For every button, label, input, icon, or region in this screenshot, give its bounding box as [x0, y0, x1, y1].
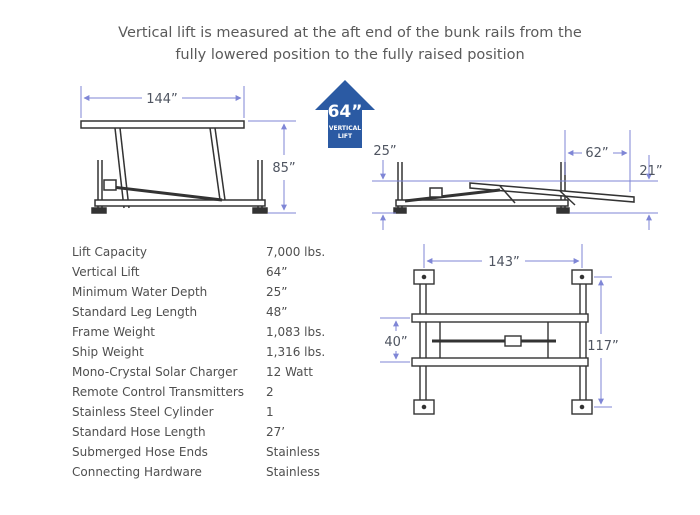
- spec-label: Connecting Hardware: [72, 465, 202, 479]
- spec-label: Submerged Hose Ends: [72, 445, 208, 459]
- lowered-rail-label: 62”: [585, 146, 608, 161]
- spec-row: Vertical Lift 64”: [72, 262, 325, 282]
- spec-row: Standard Hose Length 27’: [72, 422, 325, 442]
- spec-row: Ship Weight 1,316 lbs.: [72, 342, 325, 362]
- spec-row: Lift Capacity 7,000 lbs.: [72, 242, 325, 262]
- spec-value: 64”: [266, 265, 288, 279]
- spec-label: Standard Leg Length: [72, 305, 198, 319]
- vertical-lift-badge: 64” VERTICAL LIFT: [315, 80, 375, 148]
- caption: Vertical lift is measured at the aft end…: [0, 22, 700, 66]
- spec-row: Stainless Steel Cylinder 1: [72, 402, 325, 422]
- spec-value: 12 Watt: [266, 365, 313, 379]
- spec-row: Remote Control Transmitters 2: [72, 382, 325, 402]
- spec-row: Minimum Water Depth 25”: [72, 282, 325, 302]
- caption-line-1: Vertical lift is measured at the aft end…: [118, 25, 582, 41]
- spec-label: Standard Hose Length: [72, 425, 206, 439]
- spec-value: 1,316 lbs.: [266, 345, 326, 359]
- side-height-label: 85”: [272, 161, 295, 176]
- top-dimensions: [380, 244, 612, 408]
- side-dimensions: [80, 86, 296, 214]
- spec-value: 2: [266, 385, 274, 399]
- spec-row: Frame Weight 1,083 lbs.: [72, 322, 325, 342]
- spec-label: Remote Control Transmitters: [72, 385, 245, 399]
- badge-line-1: VERTICAL: [329, 125, 361, 132]
- spec-value: 1: [266, 405, 274, 419]
- spec-row: Connecting Hardware Stainless: [72, 462, 325, 482]
- lowered-depth-label: 25”: [373, 144, 396, 159]
- lowered-rise-label: 21”: [639, 164, 662, 179]
- top-width-label: 143”: [488, 255, 520, 270]
- spec-value: 7,000 lbs.: [266, 245, 326, 259]
- spec-label: Minimum Water Depth: [72, 285, 208, 299]
- top-length-label: 117”: [587, 339, 619, 354]
- side-width-label: 144”: [146, 92, 178, 107]
- lowered-dimensions: [372, 130, 658, 230]
- spec-label: Mono-Crystal Solar Charger: [72, 365, 238, 379]
- top-view: [411, 269, 593, 415]
- spec-label: Lift Capacity: [72, 245, 147, 259]
- spec-value: 48”: [266, 305, 288, 319]
- spec-row: Standard Leg Length 48”: [72, 302, 325, 322]
- spec-label: Ship Weight: [72, 345, 144, 359]
- spec-value: Stainless: [266, 445, 320, 459]
- side-view: [80, 120, 268, 214]
- top-bunk-spacing-label: 40”: [384, 335, 407, 350]
- spec-table: Lift Capacity 7,000 lbs. Vertical Lift 64”…: [72, 242, 325, 482]
- spec-row: Mono-Crystal Solar Charger 12 Watt: [72, 362, 325, 382]
- caption-line-2: fully lowered position to the fully rais…: [175, 47, 525, 63]
- spec-value: 27’: [266, 425, 286, 439]
- spec-label: Frame Weight: [72, 325, 156, 339]
- spec-label: Stainless Steel Cylinder: [72, 405, 214, 419]
- badge-value: 64”: [328, 102, 363, 122]
- side-bunk-rail: [80, 120, 245, 129]
- up-arrow-icon: [315, 80, 375, 148]
- badge-line-2: LIFT: [338, 133, 353, 140]
- spec-value: 25”: [266, 285, 288, 299]
- lowered-view: [393, 162, 635, 214]
- spec-label: Vertical Lift: [72, 265, 140, 279]
- spec-value: Stainless: [266, 465, 320, 479]
- spec-row: Submerged Hose Ends Stainless: [72, 442, 325, 462]
- spec-value: 1,083 lbs.: [266, 325, 326, 339]
